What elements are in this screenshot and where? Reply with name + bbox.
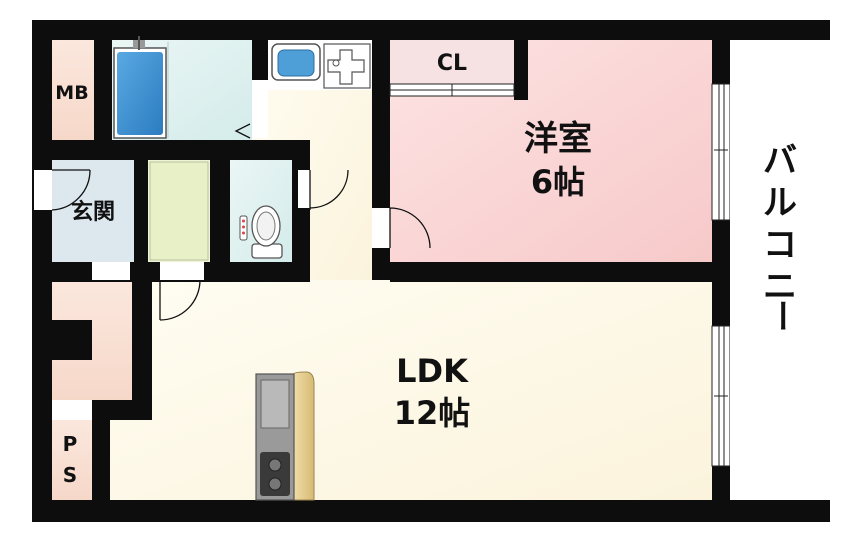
openings xyxy=(34,80,390,280)
window-ldk xyxy=(711,325,731,467)
genkan-door xyxy=(51,169,91,211)
bathtub-icon xyxy=(113,36,167,139)
label-youshitsu-size: 6帖 xyxy=(531,163,585,201)
genkan-floor xyxy=(52,160,134,262)
label-genkan: 玄関 xyxy=(71,199,115,225)
washer-pan-icon xyxy=(323,43,371,89)
washroom-door xyxy=(234,123,251,139)
shoe-box-icon xyxy=(149,161,209,261)
mb-floor xyxy=(52,40,94,140)
label-balcony-char: ー xyxy=(760,299,800,333)
closet-rail xyxy=(389,83,515,97)
label-balcony: バ ル コ ニ ー xyxy=(760,141,800,333)
window-youshitsu xyxy=(711,83,731,221)
youshitsu-door xyxy=(389,207,431,249)
label-balcony-char: バ xyxy=(763,141,797,181)
label-ps-s: S xyxy=(63,463,77,487)
label-ps-p: P xyxy=(63,432,78,456)
doors xyxy=(51,123,431,321)
balcony-area xyxy=(730,40,830,500)
label-ldk-size: 12帖 xyxy=(394,394,471,432)
label-mb: MB xyxy=(55,82,88,104)
label-balcony-char: コ xyxy=(763,225,797,265)
label-closet: CL xyxy=(437,51,467,76)
toilet-icon xyxy=(239,205,283,259)
stove-icon xyxy=(260,452,290,496)
ps-floor xyxy=(52,420,92,500)
label-balcony-char: ニ xyxy=(763,267,797,307)
washbasin-icon xyxy=(271,43,321,81)
label-balcony-char: ル xyxy=(763,183,797,223)
ldk-floor xyxy=(110,278,712,500)
label-youshitsu: 洋室 xyxy=(524,119,592,159)
toilet-door xyxy=(309,169,349,210)
storage-door xyxy=(159,279,201,321)
kitchen-sink-icon xyxy=(260,379,290,429)
label-ldk: LDK xyxy=(396,352,469,390)
closet-floor xyxy=(390,40,514,90)
